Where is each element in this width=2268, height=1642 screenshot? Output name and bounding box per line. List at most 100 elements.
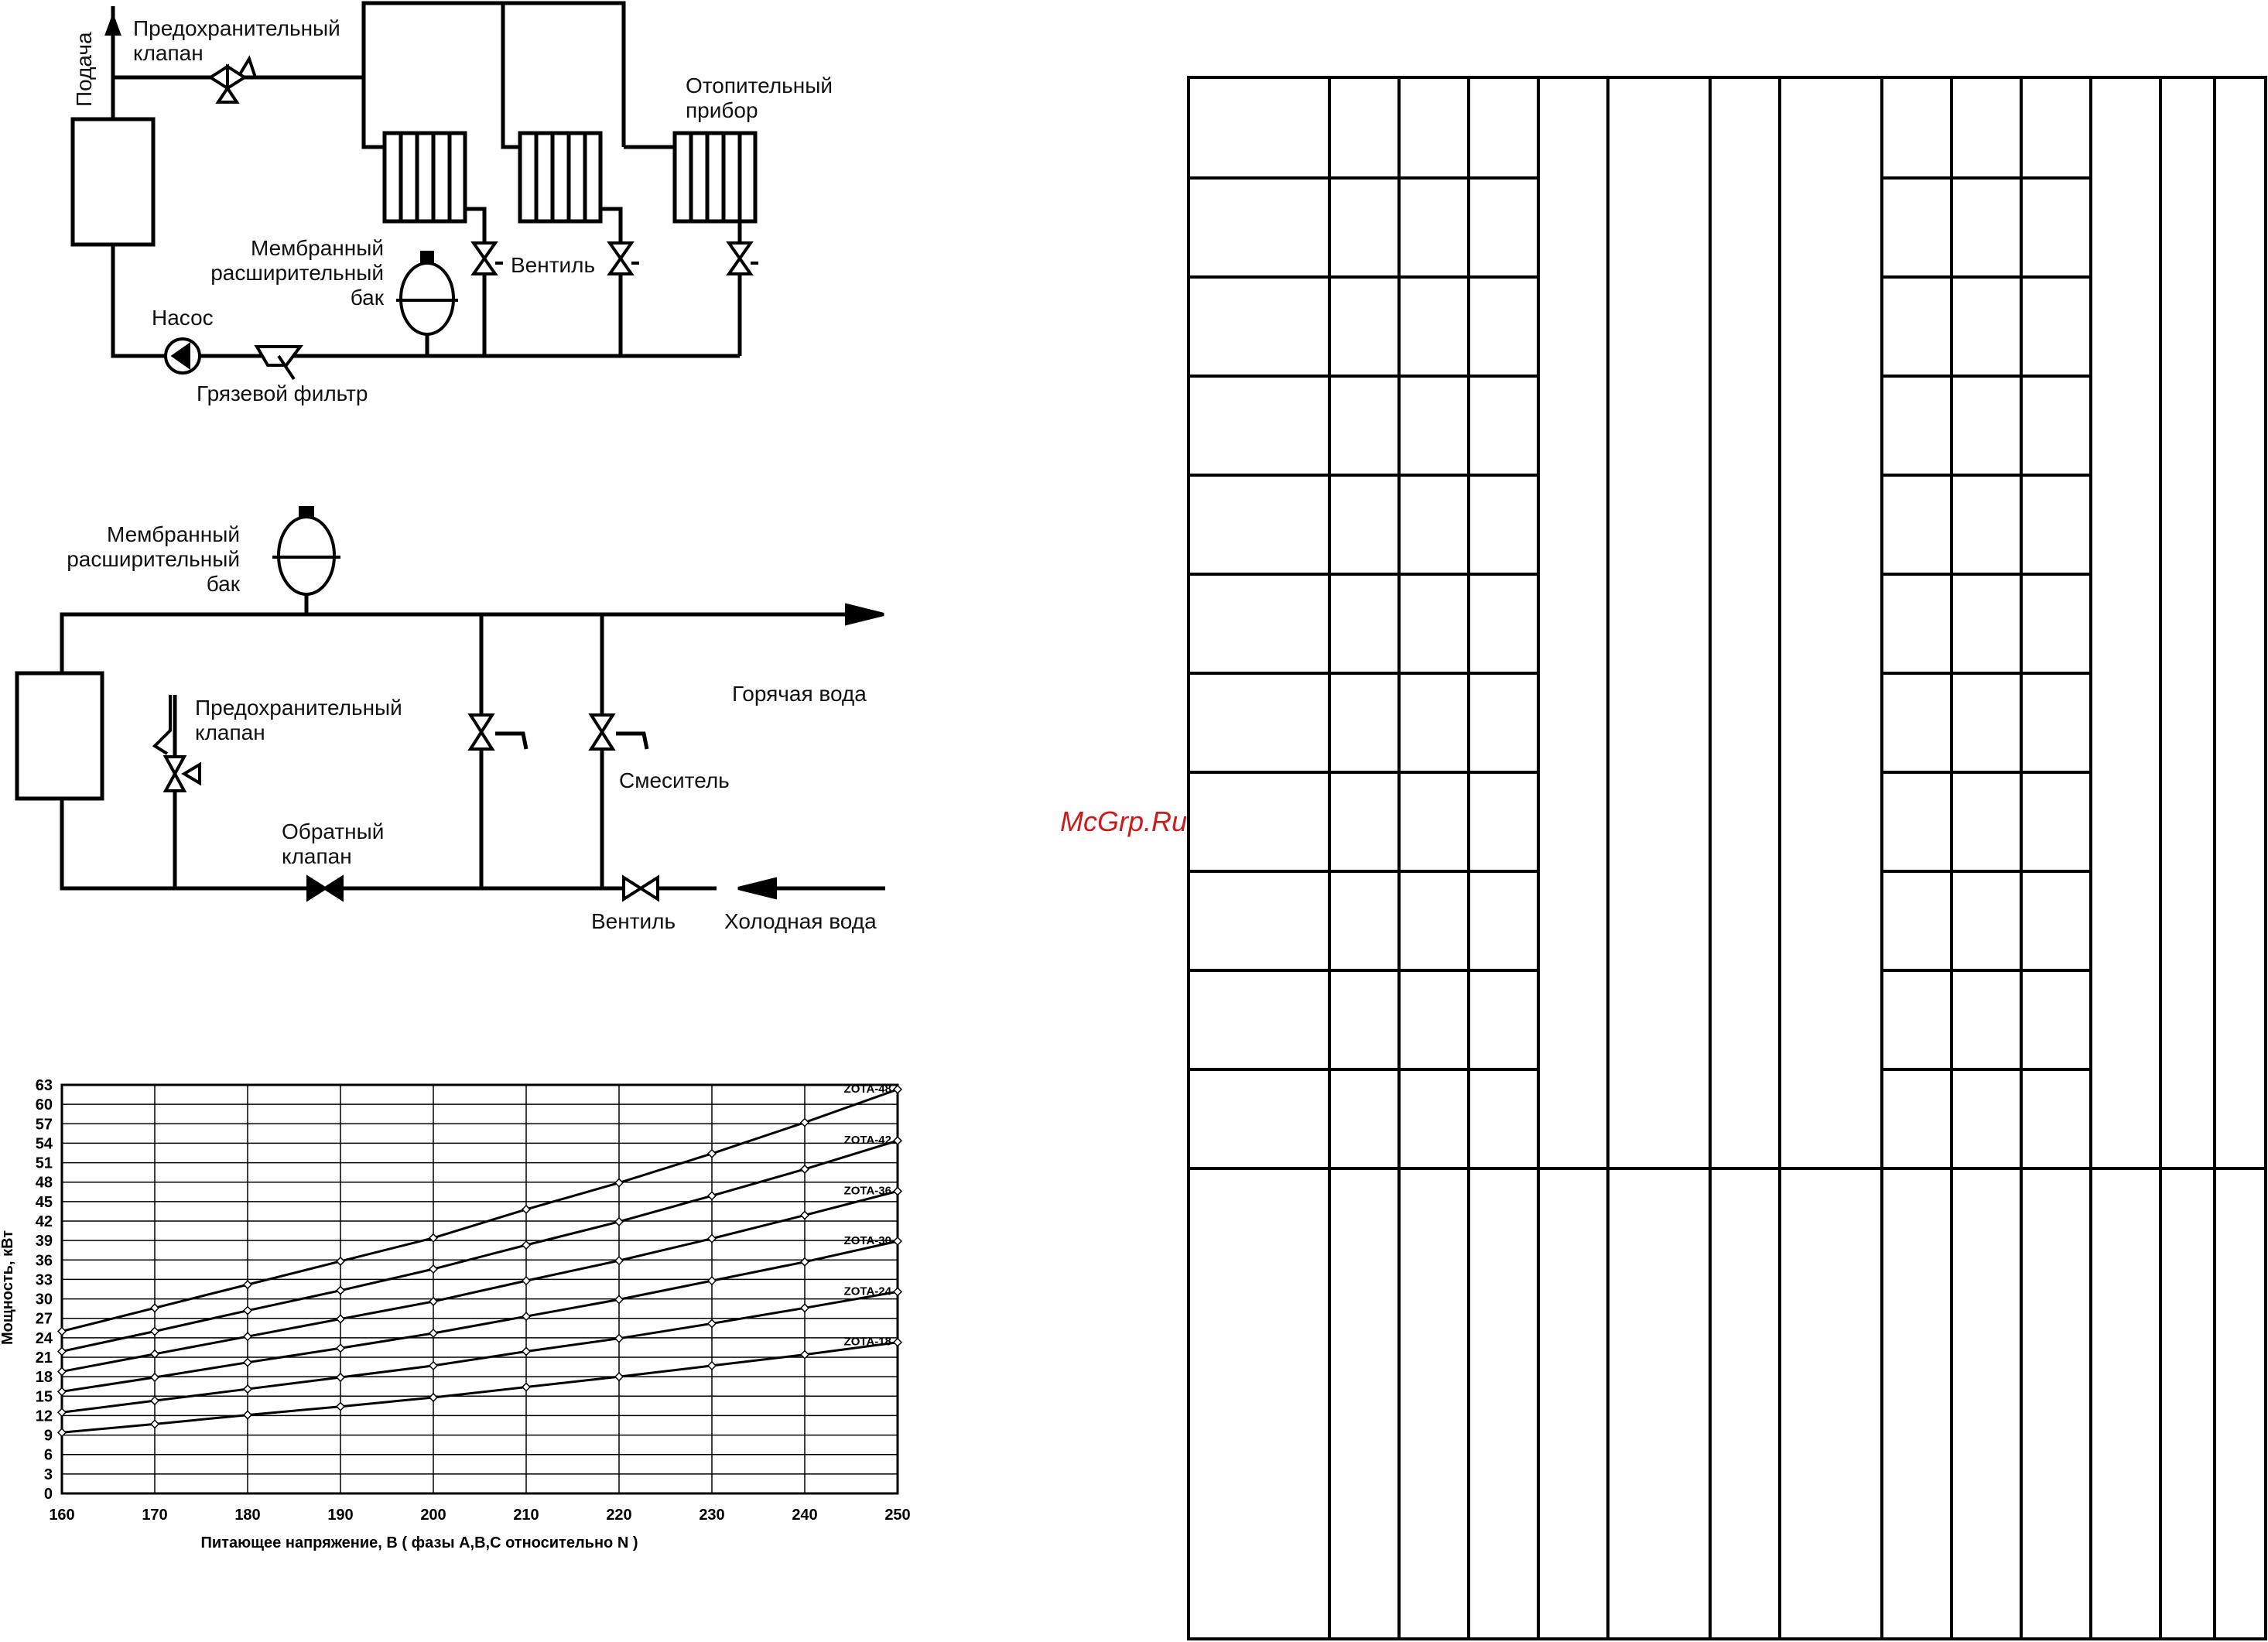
data-point	[799, 1257, 810, 1267]
y-tick-label: 45	[36, 1194, 53, 1211]
data-point	[521, 1346, 532, 1356]
svg-text:бак: бак	[351, 286, 385, 310]
y-tick-label: 60	[36, 1096, 53, 1113]
power-chart: 0369121518212427303336394245485154576063…	[36, 1077, 911, 1524]
data-point	[428, 1360, 439, 1370]
chart-ylabel: Мощность, кВт	[0, 1230, 16, 1345]
svg-text:бак: бак	[207, 572, 241, 596]
y-tick-label: 3	[44, 1466, 53, 1483]
return-pipe	[111, 245, 740, 358]
data-point	[799, 1350, 810, 1360]
valve-icon	[622, 874, 659, 902]
data-point	[706, 1191, 717, 1201]
y-tick-label: 27	[36, 1311, 53, 1328]
data-point	[56, 1387, 67, 1397]
svg-text:клапан: клапан	[282, 844, 352, 868]
radiator-3	[672, 131, 758, 224]
x-tick-label: 220	[606, 1507, 631, 1524]
data-point	[706, 1360, 717, 1370]
data-point	[149, 1326, 160, 1336]
data-point	[706, 1148, 717, 1158]
svg-text:клапан: клапан	[133, 41, 204, 65]
data-point	[614, 1256, 624, 1266]
y-tick-label: 12	[36, 1408, 53, 1425]
data-point	[892, 1186, 903, 1196]
series-label: ZOTA-48	[844, 1083, 891, 1096]
svg-text:расширительный: расширительный	[67, 547, 240, 571]
data-point	[799, 1303, 810, 1313]
expansion-tank-icon	[272, 506, 340, 596]
data-point	[521, 1276, 532, 1286]
data-point	[242, 1305, 253, 1315]
x-tick-label: 250	[884, 1507, 910, 1524]
mixer-valve-icon	[588, 713, 616, 751]
y-tick-label: 18	[36, 1369, 53, 1386]
y-tick-label: 63	[36, 1077, 53, 1094]
y-tick-label: 42	[36, 1213, 53, 1230]
y-tick-label: 9	[44, 1428, 53, 1445]
data-point	[242, 1280, 253, 1290]
supply-arrow-icon	[104, 12, 121, 36]
expansion-tank-icon	[396, 251, 458, 336]
series-line	[61, 1139, 898, 1353]
series-line	[61, 1240, 898, 1393]
supply-pipe	[111, 75, 306, 119]
valve-icon	[607, 241, 639, 275]
svg-text:расширительный: расширительный	[210, 261, 384, 285]
valve-label: Вентиль	[511, 253, 595, 277]
data-point	[335, 1343, 346, 1353]
y-tick-label: 54	[36, 1135, 53, 1152]
valve-icon	[470, 241, 503, 275]
filter-label: Грязевой фильтр	[197, 381, 368, 405]
data-point	[521, 1240, 532, 1250]
y-tick-label: 6	[44, 1447, 53, 1464]
x-tick-label: 190	[327, 1507, 353, 1524]
chart-xlabel: Питающее напряжение, В ( фазы А,В,С отно…	[201, 1534, 638, 1551]
series-label: ZOTA-18	[844, 1336, 891, 1349]
y-tick-label: 30	[36, 1291, 53, 1308]
safety-valve-icon	[207, 55, 257, 104]
svg-text:Мембранный: Мембранный	[251, 236, 384, 260]
data-point	[56, 1428, 67, 1438]
hot-water-label: Горячая вода	[732, 682, 867, 706]
data-point	[521, 1204, 532, 1214]
series-label: ZOTA-24	[844, 1285, 892, 1298]
dirt-filter-icon	[254, 345, 303, 381]
y-tick-label: 57	[36, 1116, 53, 1133]
data-point	[614, 1333, 624, 1343]
data-point	[614, 1372, 624, 1382]
heating-diagram	[70, 1, 758, 358]
hot-water-arrow-icon	[845, 603, 884, 626]
data-point	[521, 1382, 532, 1392]
series-line	[61, 1290, 898, 1414]
series-line	[61, 1088, 898, 1332]
data-point	[149, 1396, 160, 1406]
x-tick-label: 230	[699, 1507, 724, 1524]
mixer-valve-icon	[467, 713, 495, 751]
series-label: ZOTA-42	[844, 1134, 891, 1147]
data-point	[428, 1233, 439, 1243]
y-tick-label: 24	[36, 1330, 53, 1347]
x-tick-label: 200	[420, 1507, 446, 1524]
safety-valve-icon	[152, 695, 201, 792]
cold-water-label: Холодная вода	[724, 909, 877, 933]
radiator-1	[382, 131, 467, 224]
data-point	[335, 1314, 346, 1324]
y-tick-label: 39	[36, 1233, 53, 1250]
hot-water-diagram	[15, 588, 885, 891]
blank-table	[1187, 76, 2267, 1640]
data-point	[428, 1296, 439, 1306]
data-point	[335, 1372, 346, 1383]
data-point	[242, 1384, 253, 1394]
data-point	[242, 1357, 253, 1367]
x-tick-label: 240	[792, 1507, 817, 1524]
data-point	[614, 1295, 624, 1305]
boiler-body	[70, 117, 156, 247]
data-point	[149, 1372, 160, 1383]
x-tick-label: 210	[513, 1507, 539, 1524]
boiler-body-2	[15, 671, 104, 801]
series-line	[61, 1341, 898, 1434]
data-point	[149, 1303, 160, 1313]
svg-text:прибор: прибор	[686, 98, 758, 122]
data-point	[56, 1346, 67, 1356]
